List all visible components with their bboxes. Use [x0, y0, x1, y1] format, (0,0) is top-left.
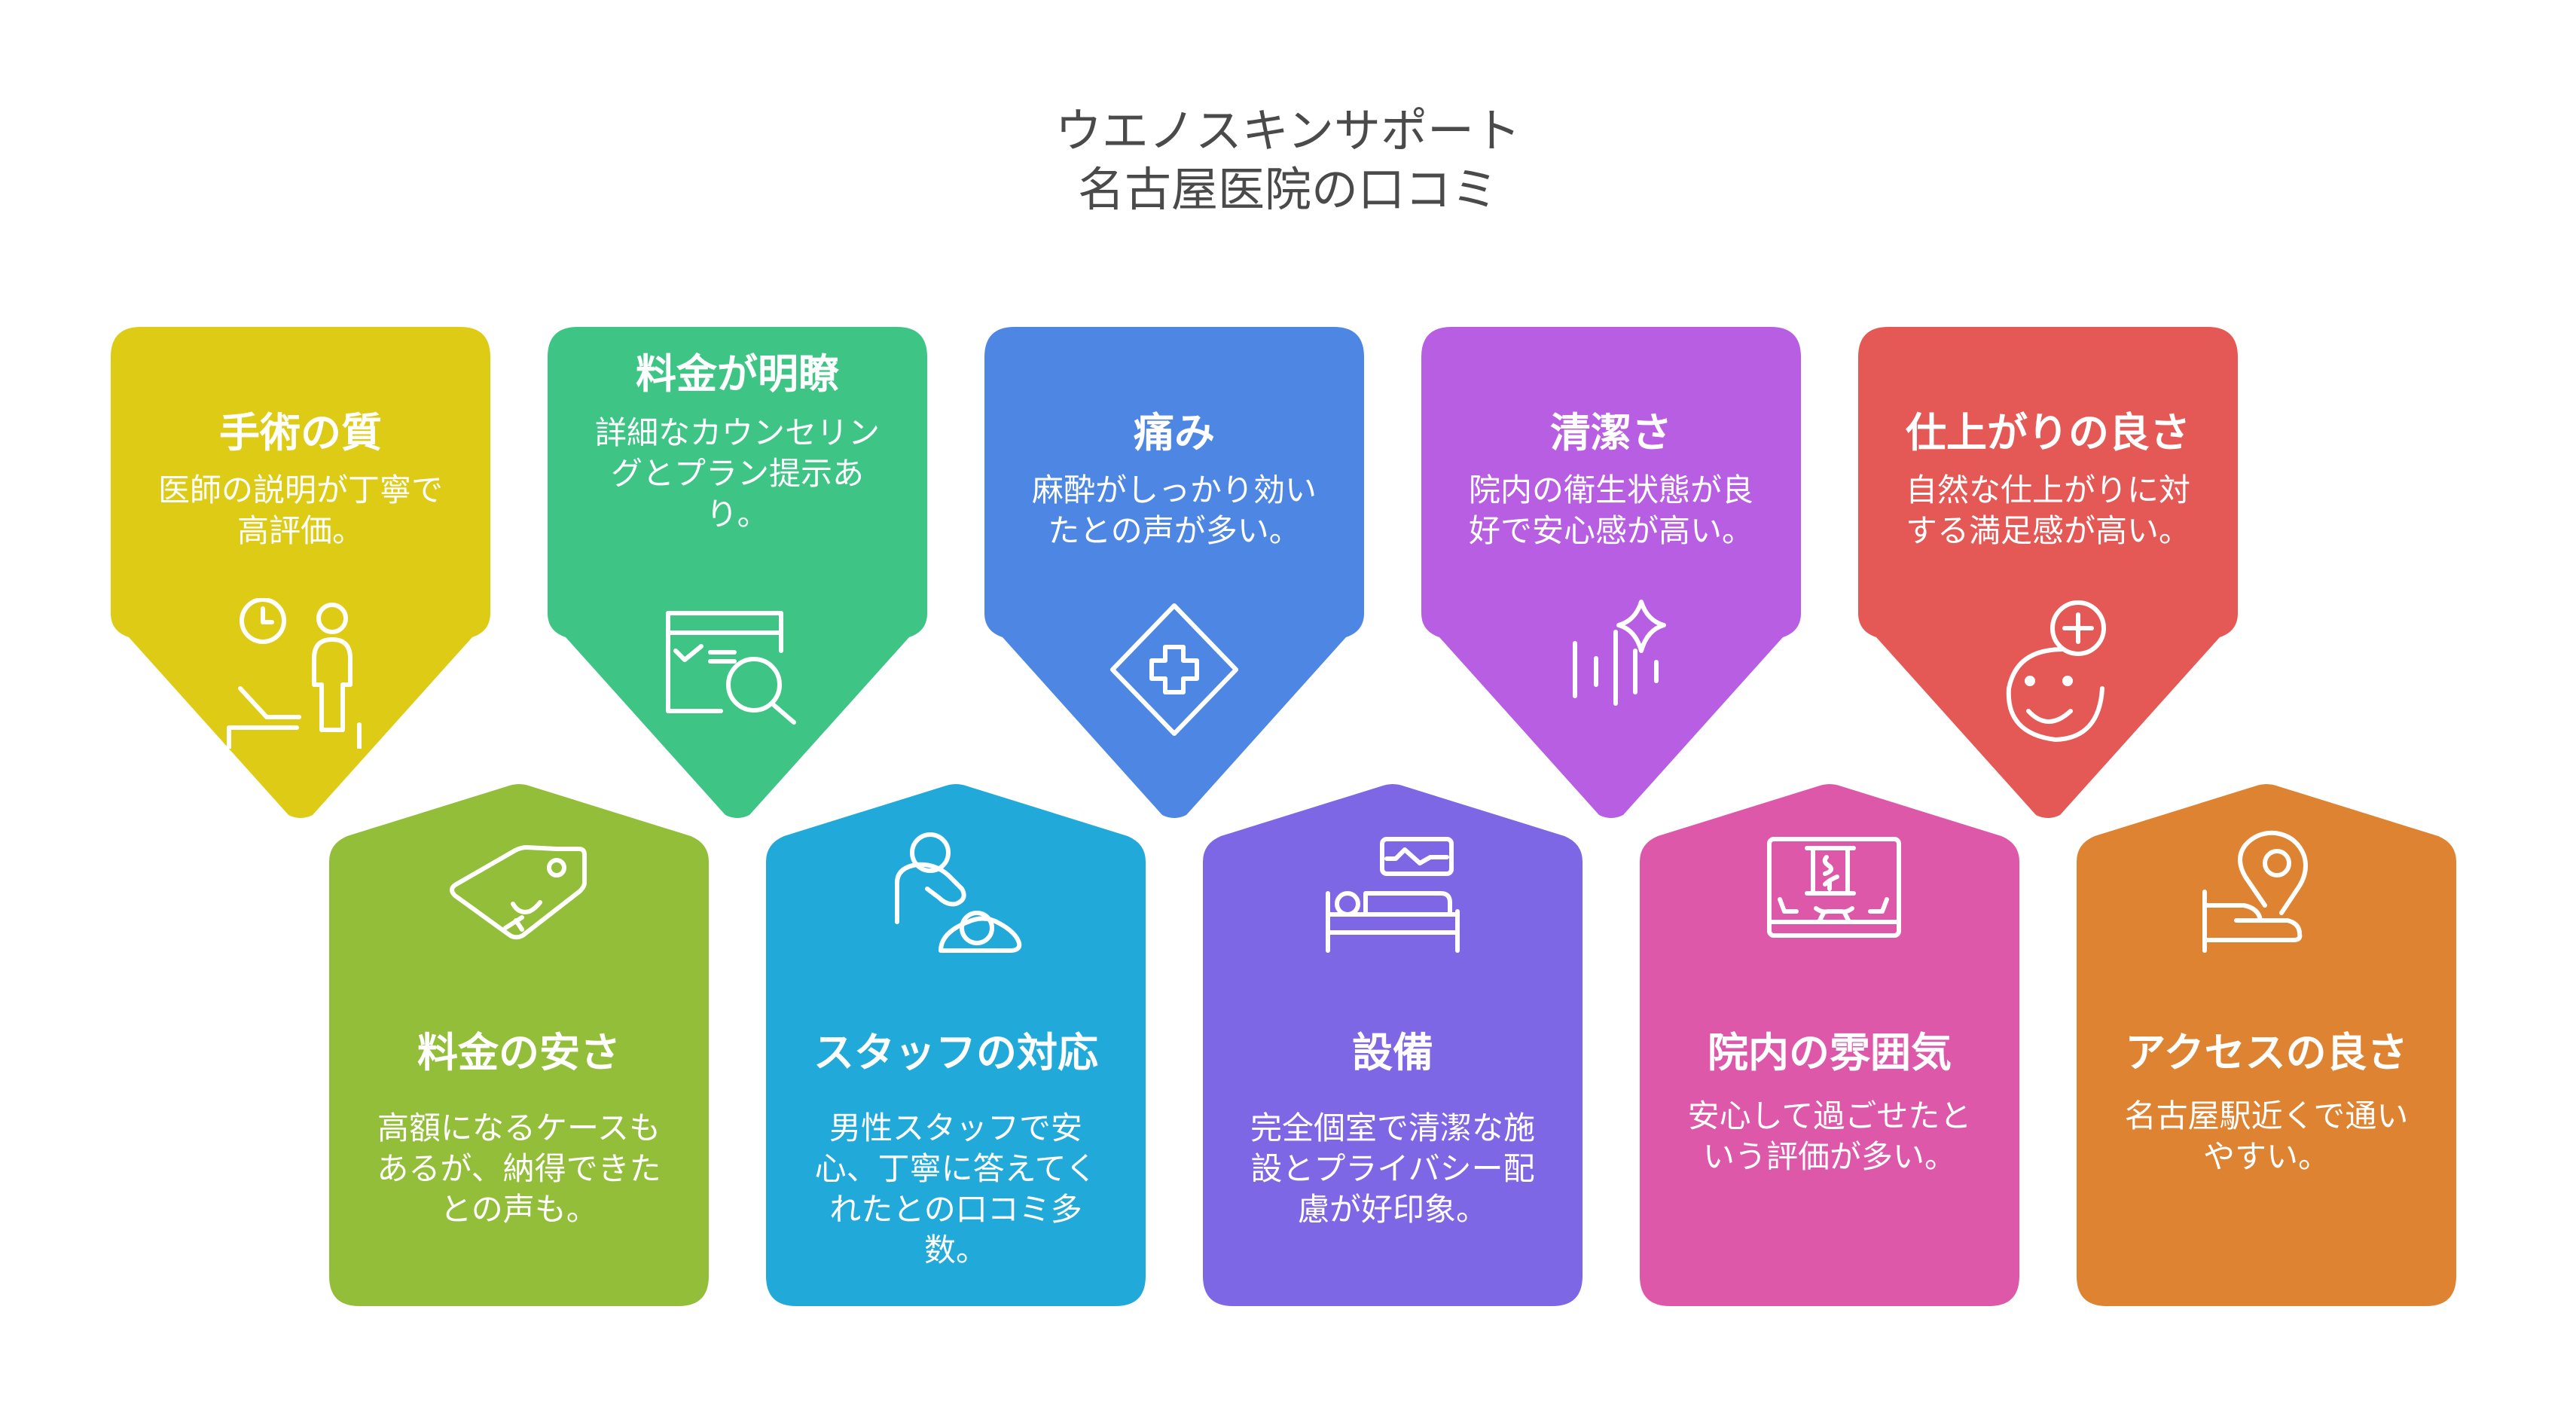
card-description: 高額になるケースもあるが、納得できたとの声も。: [377, 1110, 661, 1228]
card-heading: 仕上がりの良さ: [1906, 409, 2190, 456]
card-heading: 料金の安さ: [417, 1029, 621, 1076]
card-heading: 料金が明瞭: [636, 350, 839, 398]
card-clear-pricing: 料金が明瞭 詳細なカウンセリングとプラン提示あり。: [548, 327, 927, 820]
card-heading: 手術の質: [219, 409, 382, 456]
card-facilities: 設備 完全個室で清潔な施設とプライバシー配慮が好印象。: [1203, 783, 1583, 1306]
card-surgery-quality: 手術の質 医師の説明が丁寧で高評価。: [111, 327, 490, 820]
card-affordable-pricing: 料金の安さ 高額になるケースもあるが、納得できたとの声も。: [329, 783, 709, 1306]
card-finish-quality: 仕上がりの良さ 自然な仕上がりに対する満足感が高い。: [1858, 327, 2238, 820]
hospital-bed-monitor-icon: [1317, 830, 1468, 981]
medical-cross-diamond-icon: [1099, 594, 1250, 745]
location-hand-icon: [2191, 830, 2342, 981]
card-heading: スタッフの対応: [813, 1029, 1098, 1076]
card-description: 安心して過ごせたという評価が多い。: [1687, 1097, 1972, 1175]
smile-plus-icon: [1973, 598, 2123, 749]
card-heading: 清潔さ: [1550, 409, 1672, 456]
card-heading: 設備: [1352, 1029, 1433, 1076]
card-description: 院内の衛生状態が良好で安心感が高い。: [1468, 472, 1753, 549]
card-staff-response: スタッフの対応 男性スタッフで安心、丁寧に答えてくれたとの口コミ多数。: [766, 783, 1146, 1306]
card-pain: 痛み 麻酔がしっかり効いたとの声が多い。: [984, 327, 1364, 820]
sparkle-clean-icon: [1536, 598, 1686, 749]
card-description: 詳細なカウンセリングとプラン提示あり。: [594, 414, 880, 533]
card-clinic-atmosphere: 院内の雰囲気 安心して過ごせたという評価が多い。: [1640, 783, 2019, 1306]
interior-room-icon: [1754, 830, 1905, 981]
title-line-2: 名古屋医院の口コミ: [1077, 162, 1498, 217]
card-description: 完全個室で清潔な施設とプライバシー配慮が好印象。: [1250, 1110, 1535, 1228]
card-heading: 痛み: [1134, 409, 1215, 456]
card-description: 麻酔がしっかり効いたとの声が多い。: [1031, 472, 1317, 549]
page-title: ウエノスキンサポート 名古屋医院の口コミ: [0, 102, 2576, 219]
card-cleanliness: 清潔さ 院内の衛生状態が良好で安心感が高い。: [1421, 327, 1801, 820]
yen-price-tag-icon: [444, 830, 594, 981]
card-description: 名古屋駅近くで通いやすい。: [2124, 1097, 2409, 1175]
title-line-1: ウエノスキンサポート: [1055, 103, 1521, 158]
card-description: 自然な仕上がりに対する満足感が高い。: [1905, 472, 2190, 549]
card-description: 男性スタッフで安心、丁寧に答えてくれたとの口コミ多数。: [814, 1110, 1097, 1268]
card-access: アクセスの良さ 名古屋駅近くで通いやすい。: [2077, 783, 2456, 1306]
caregiver-icon: [881, 830, 1031, 981]
checklist-search-icon: [662, 606, 813, 756]
card-heading: アクセスの良さ: [2125, 1029, 2408, 1076]
doctor-patient-icon: [225, 597, 376, 751]
card-heading: 院内の雰囲気: [1708, 1029, 1952, 1076]
card-description: 医師の説明が丁寧で高評価。: [157, 472, 443, 549]
